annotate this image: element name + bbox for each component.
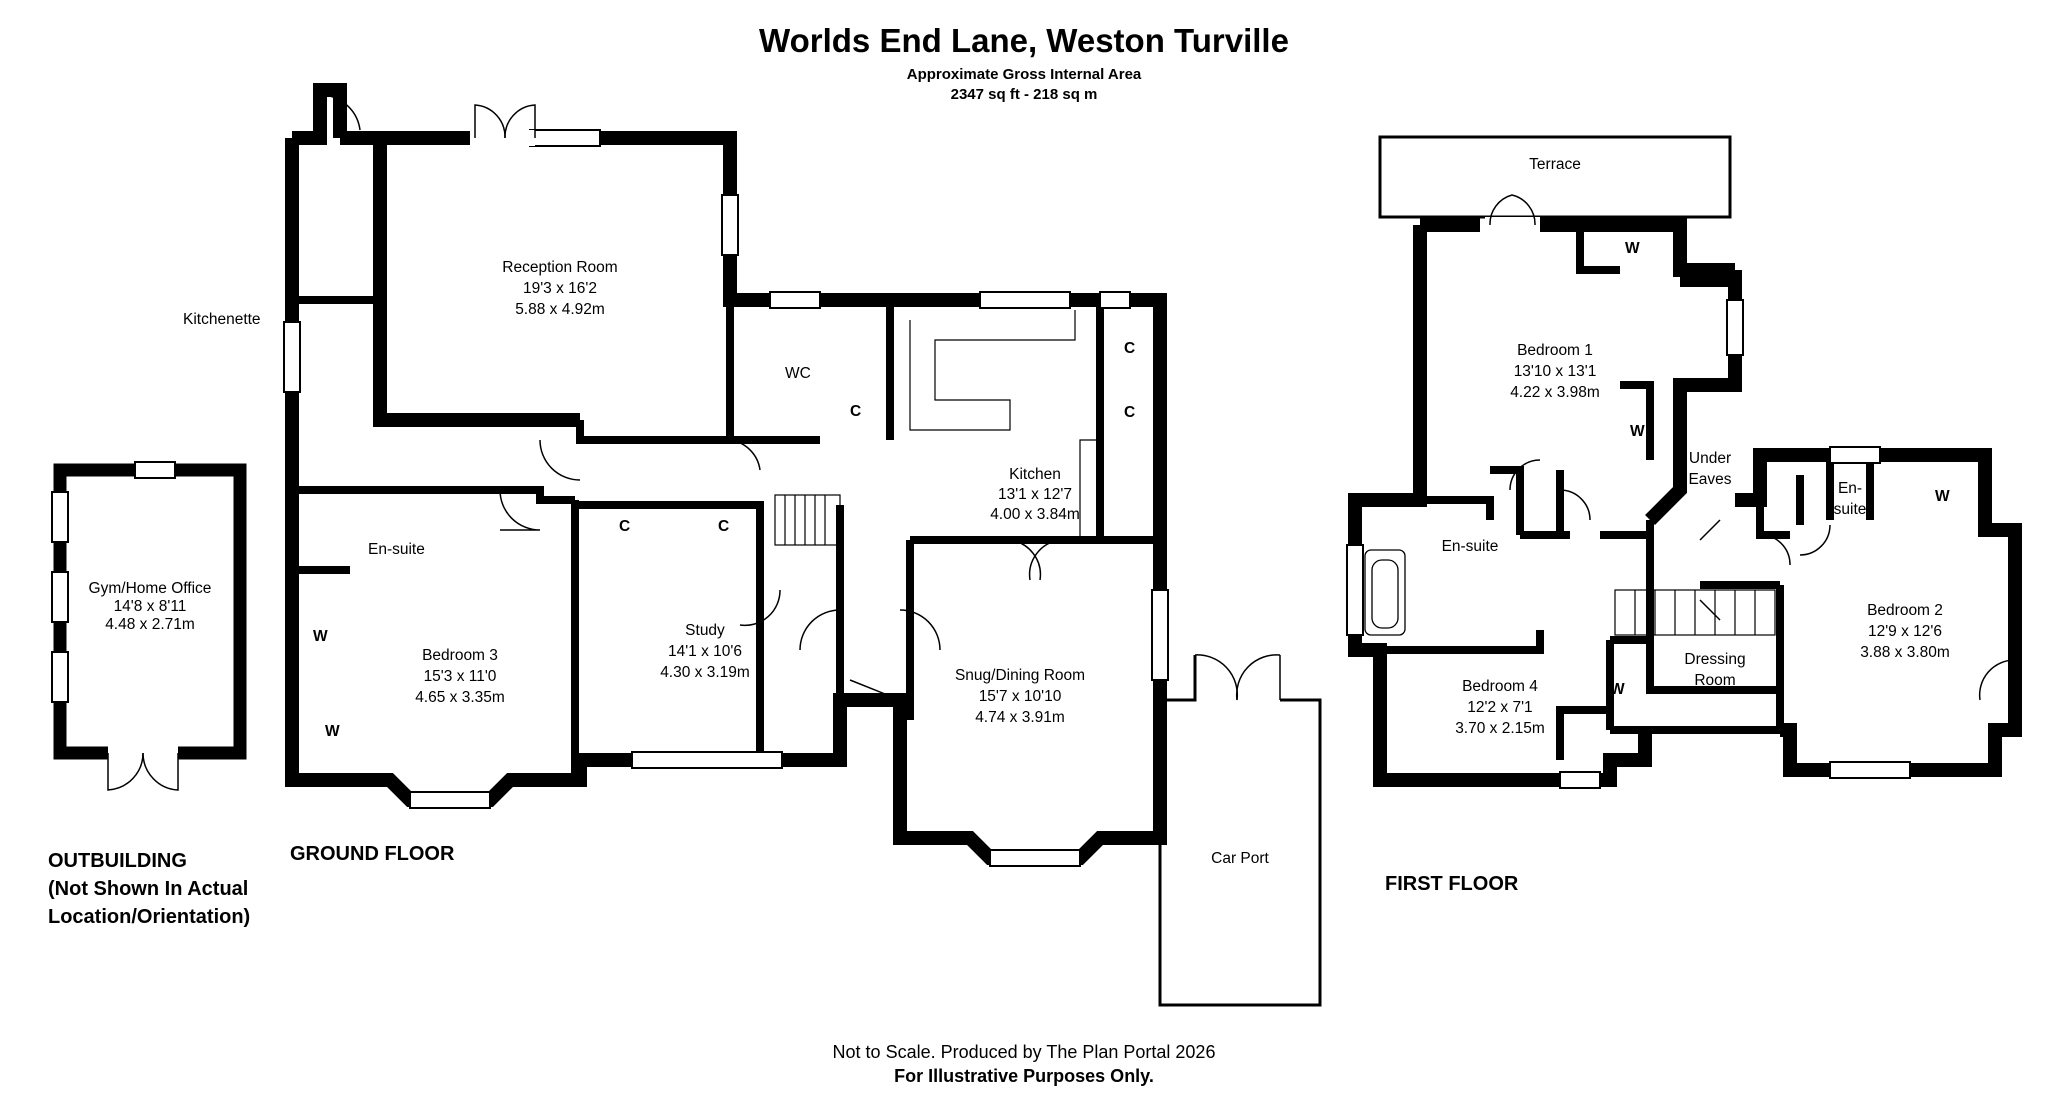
- area-label: Approximate Gross Internal Area: [906, 66, 1142, 83]
- ground-floor-label: GROUND FLOOR: [290, 843, 455, 865]
- cupboard-label: C: [1124, 404, 1136, 421]
- wardrobe-label: W: [1625, 240, 1640, 257]
- car-port-outline: [1158, 654, 1322, 1007]
- room-bedroom4: Bedroom 4 12'2 x 7'1 3.70 x 2.15m: [1455, 678, 1545, 737]
- room-imperial: 14'8 x 8'11: [113, 598, 187, 615]
- room-carport: Car Port: [1211, 850, 1269, 867]
- first-floor-walls: [1348, 218, 2022, 787]
- room-ensuite-first: En-suite: [1441, 538, 1499, 555]
- room-study: Study 14'1 x 10'6 4.30 x 3.19m: [660, 622, 750, 681]
- room-kitchenette: Kitchenette: [183, 311, 261, 328]
- cupboard-label: C: [718, 518, 730, 535]
- plan-title: Worlds End Lane, Weston Turville: [759, 22, 1289, 59]
- ground-stairs: [774, 494, 841, 546]
- outbuilding-walls: [51, 461, 247, 791]
- room-bedroom1: Bedroom 1 13'10 x 13'1 4.22 x 3.98m: [1510, 342, 1600, 401]
- room-wc: WC: [785, 365, 811, 382]
- wardrobe-label: W: [1935, 488, 1950, 505]
- room-terrace: Terrace: [1529, 156, 1581, 173]
- bath-fixture: [1364, 549, 1406, 636]
- first-stairs: [1614, 589, 1776, 636]
- ground-floor-openings: [283, 90, 1169, 867]
- room-reception: Reception Room 19'3 x 16'2 5.88 x 4.92m: [502, 259, 618, 318]
- room-ensuite-bed2: En- suite: [1833, 480, 1867, 518]
- wardrobe-label: W: [1610, 681, 1625, 698]
- first-floor-interior: [1490, 225, 1874, 760]
- area-value: 2347 sq ft - 218 sq m: [950, 86, 1098, 103]
- room-snug: Snug/Dining Room 15'7 x 10'10 4.74 x 3.9…: [954, 667, 1086, 726]
- footer-produced-by: Not to Scale. Produced by The Plan Porta…: [832, 1042, 1216, 1062]
- terrace-outline: [1378, 135, 1732, 219]
- footer-disclaimer: For Illustrative Purposes Only.: [894, 1066, 1154, 1086]
- first-floor-label: FIRST FLOOR: [1385, 873, 1519, 895]
- cupboard-label: C: [850, 403, 862, 420]
- kitchen-units: [909, 310, 1100, 540]
- cupboard-label: C: [1124, 340, 1136, 357]
- outbuilding-label: OUTBUILDING (Not Shown In Actual Locatio…: [48, 850, 251, 928]
- room-bedroom2: Bedroom 2 12'9 x 12'6 3.88 x 3.80m: [1860, 602, 1950, 661]
- cupboard-label: C: [619, 518, 631, 535]
- room-gym: Gym/Home Office 14'8 x 8'11 4.48 x 2.71m: [60, 580, 240, 634]
- room-ensuite-ground: En-suite: [368, 541, 425, 558]
- room-bedroom3: Bedroom 3 15'3 x 11'0 4.65 x 3.35m: [415, 647, 505, 706]
- room-name: Gym/Home Office: [88, 580, 212, 597]
- room-metric: 4.48 x 2.71m: [105, 616, 195, 633]
- room-kitchen: Kitchen 13'1 x 12'7 4.00 x 3.84m: [990, 466, 1080, 523]
- first-floor-openings: [1346, 194, 2016, 789]
- room-dressing: Dressing Room: [1684, 651, 1746, 689]
- wardrobe-label: W: [1630, 423, 1645, 440]
- room-under-eaves: Under Eaves: [1688, 450, 1732, 488]
- wardrobe-label: W: [325, 723, 340, 740]
- wardrobe-label: W: [313, 628, 328, 645]
